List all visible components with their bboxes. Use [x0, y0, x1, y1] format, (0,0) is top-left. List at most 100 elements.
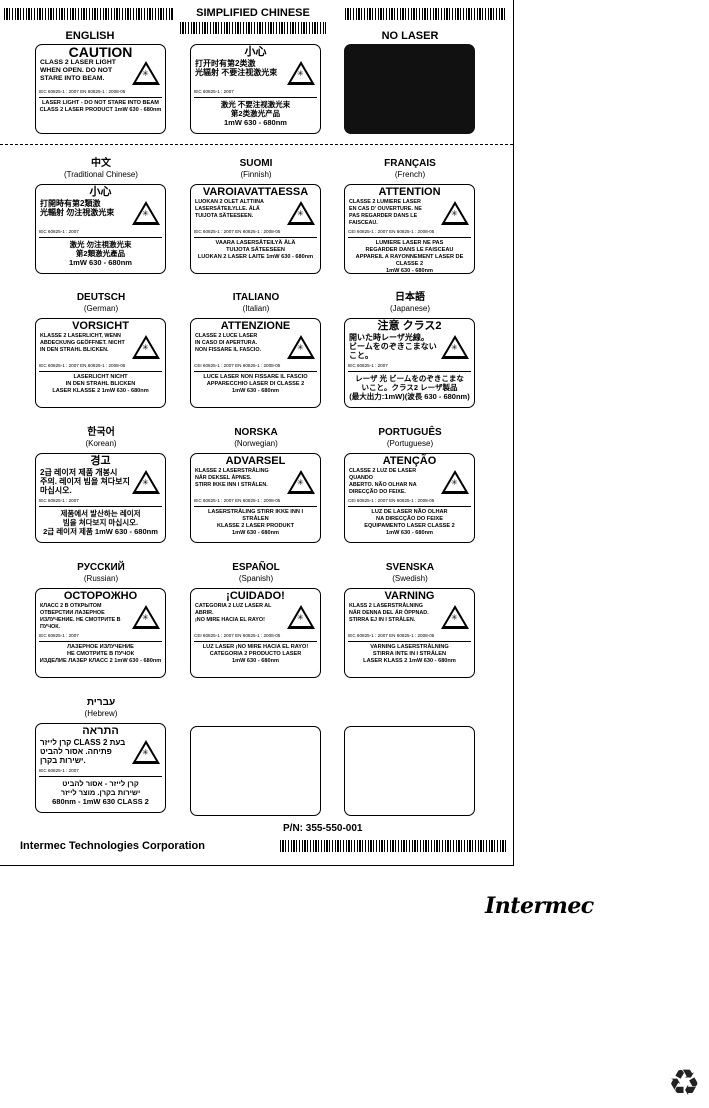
label-iec: IEC 60825-1 : 2007 [39, 633, 79, 638]
label-iec: IEC 60825-1 : 2007 EN 60825-1 : 2008-05 [39, 89, 126, 94]
language-subtitle: (Finnish) [240, 170, 272, 179]
language-header: SUOMI(Finnish) [186, 158, 326, 180]
laser-warning-icon [132, 470, 160, 494]
language-name: NORSKA [234, 427, 278, 438]
barcode-bottom [280, 840, 506, 852]
label-title: 경고 [90, 455, 111, 467]
label-body: 開いた時レーザ光線。 ビームをのぞきこまないこと。 [349, 333, 437, 360]
header-english: ENGLISH [65, 30, 115, 42]
label-title: ¡CUIDADO! [226, 590, 285, 602]
laser-warning-icon [441, 605, 469, 629]
label-iec: IEC 60825-1 : 2007 EN 60825-1 : 2008-05 [348, 633, 435, 638]
label-footer: LASERSTRÅLING STIRR IKKE INN I STRÅLEN K… [194, 506, 317, 539]
label-title: ATTENZIONE [220, 320, 291, 332]
language-name: 한국어 [87, 427, 115, 438]
language-name: 日本語 [395, 292, 425, 303]
label-title: ОСТОРОЖНО [63, 590, 138, 602]
label-footer: ЛАЗЕРНОЕ ИЗЛУЧЕНИЕ НЕ СМОТРИТЕ В ПУЧОК И… [39, 641, 162, 674]
barcode-top-left [4, 8, 174, 20]
laser-warning-icon [287, 605, 315, 629]
label-title: VAROIAVATTAESSA [202, 186, 309, 198]
label-title: 小心 [244, 46, 267, 58]
language-subtitle: (Hebrew) [84, 709, 118, 718]
laser-warning-icon [132, 740, 160, 764]
label-iec: IEC 60825-1 : 2007 [39, 768, 79, 773]
language-name: PORTUGUÊS [378, 427, 442, 438]
label-sheet: SIMPLIFIED CHINESE ENGLISH NO LASER CAUT… [0, 0, 514, 866]
barcode-top-right [345, 8, 505, 20]
label-footer: קרן לייזר - אסור להביט ישירות בקרן. מוצר… [39, 776, 162, 809]
cut-line [0, 144, 513, 145]
language-subtitle: (Traditional Chinese) [64, 170, 138, 179]
laser-warning-icon [441, 470, 469, 494]
language-subtitle: (German) [83, 304, 119, 313]
label-iec: IEC 60825-1 : 2007 EN 60825-1 : 2008-05 [194, 498, 281, 503]
label-iec: CEI 60825-1 : 2007 EN 60825-1 : 2008-05 [194, 363, 281, 368]
header-simplified-chinese: SIMPLIFIED CHINESE [196, 7, 310, 19]
label-simplified-chinese: 小心 打开时有第2类激 光辐射 不要注视激光束 IEC 60825-1 : 20… [190, 44, 321, 134]
label-footer: 激光 不要注视激光束 第2类激光产品 1mW 630 - 680nm [194, 97, 317, 130]
label-body: קרן לייזר CLASS 2 בעת פתיחה. אסור להביט … [40, 738, 126, 765]
label-footer: VAARA LASERSÄTEILYÄ ÄLÄ TUIJOTA SÄTEESEE… [194, 237, 317, 270]
language-header: РУССКИЙ(Russian) [31, 562, 171, 584]
label-title: התראה [82, 725, 119, 737]
language-header: NORSKA(Norwegian) [186, 427, 326, 449]
language-header: PORTUGUÊS(Portuguese) [340, 427, 480, 449]
blank-label [344, 726, 475, 816]
label-title: ATENÇÃO [382, 455, 437, 467]
header-no-laser: NO LASER [381, 30, 439, 42]
language-header: 日本語(Japanese) [340, 292, 480, 314]
label-iec: IEC 60825-1 : 2007 EN 60825-1 : 2008-05 [194, 229, 281, 234]
blank-label [190, 726, 321, 816]
label-body: CLASSE 2 LUMIERE LASER EN CAS D' OUVERTU… [349, 199, 422, 226]
label-iec: IEC 60825-1 : 2007 EN 60825-1 : 2008-05 [39, 363, 126, 368]
laser-warning-icon [132, 335, 160, 359]
label-iec: CEI 60825-1 : 2007 EN 60825-1 : 2008-05 [348, 498, 435, 503]
language-subtitle: (French) [394, 170, 426, 179]
label-footer: LASERLICHT NICHT IN DEN STRAHL BLICKEN L… [39, 371, 162, 404]
label-title: 小心 [89, 186, 112, 198]
language-name: SVENSKA [385, 562, 435, 573]
language-subtitle: (Japanese) [389, 304, 431, 313]
label-title: ADVARSEL [225, 455, 286, 467]
laser-warning-icon [132, 201, 160, 225]
language-header: 한국어(Korean) [31, 427, 171, 449]
label-iec: IEC 60825-1 : 2007 [194, 89, 234, 94]
label-iec: IEC 60825-1 : 2007 [348, 363, 388, 368]
language-subtitle: (Russian) [83, 574, 119, 583]
barcode-top-middle [180, 22, 326, 34]
label-body: CATEGORIA 2 LUZ LASER AL ABRIR. ¡NO MIRE… [195, 603, 272, 623]
laser-warning-icon [287, 335, 315, 359]
label-english: CAUTION CLASS 2 LASER LIGHT WHEN OPEN. D… [35, 44, 166, 134]
language-header: עברית(Hebrew) [31, 697, 171, 719]
label-footer: LASER LIGHT - DO NOT STARE INTO BEAM CLA… [39, 97, 162, 130]
label-footer: 激光 勿注視激光束 第2類激光產品 1mW 630 - 680nm [39, 237, 162, 270]
language-header: ITALIANO(Italian) [186, 292, 326, 314]
laser-warning-icon [132, 605, 160, 629]
language-header: SVENSKA(Swedish) [340, 562, 480, 584]
label-title: CAUTION [68, 44, 133, 60]
language-name: SUOMI [239, 158, 273, 169]
label-iec: IEC 60825-1 : 2007 [39, 498, 79, 503]
label-footer: レーザ 光 ビームをのぞきこまな いこと。クラス2 レーザ製品 (最大出力:1m… [348, 371, 471, 404]
language-subtitle: (Swedish) [392, 574, 428, 583]
label-body: 打开时有第2类激 光辐射 不要注视激光束 [195, 59, 278, 77]
language-name: РУССКИЙ [77, 562, 125, 573]
recycle-icon: ♻ [668, 1062, 701, 1103]
no-laser-label [344, 44, 475, 134]
language-name: עברית [86, 697, 116, 708]
laser-warning-icon [287, 201, 315, 225]
language-name: ESPAÑOL [232, 562, 280, 573]
language-name: FRANÇAIS [384, 158, 436, 169]
label-body: 2급 레이저 제품 개봉시 주의. 레이저 빔을 쳐다보지 마십시오. [40, 468, 130, 495]
laser-warning-icon [287, 470, 315, 494]
